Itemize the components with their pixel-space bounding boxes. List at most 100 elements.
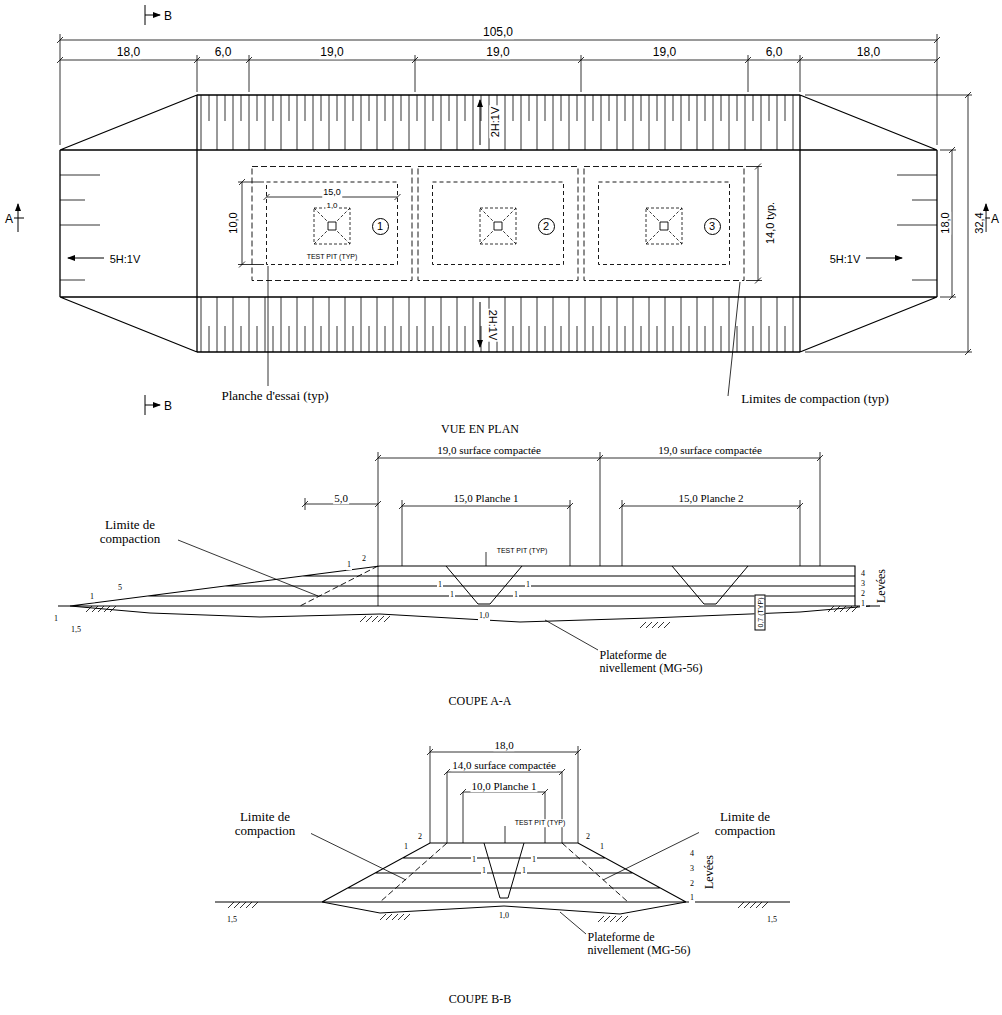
label-text: 1 <box>689 894 695 903</box>
slope-hatching <box>197 297 800 352</box>
note-label: 5,0 <box>333 488 349 506</box>
label-text: 1,0 <box>498 912 510 921</box>
dimension-label: A <box>990 209 1000 227</box>
note-label: Limite de compaction <box>84 518 176 547</box>
dimension-line <box>57 34 972 355</box>
dimension-label: 19,0 <box>652 42 677 60</box>
note-label: 15,0 Planche 2 <box>677 488 744 506</box>
note-label: Limite de compaction <box>219 810 311 839</box>
label-text: 14,0 surface compactée <box>451 759 557 771</box>
label-text: Limite de compaction <box>699 810 791 839</box>
label-text: 10,0 <box>227 211 239 234</box>
label-text: 5 <box>117 584 123 593</box>
label-text: 1 <box>471 856 477 865</box>
label-text: TEST PIT (TYP) <box>496 547 549 555</box>
label-text: Levées <box>703 854 716 890</box>
label-text: 1,5 <box>766 916 778 925</box>
dimension-line <box>302 452 823 606</box>
note-label: 3 <box>689 857 695 875</box>
label-text: 15,0 <box>322 188 342 198</box>
label-text: A <box>4 213 14 226</box>
note-label: 10,0 Planche 1 <box>470 776 537 794</box>
label-text: 1 <box>521 867 527 876</box>
label-text: 6,0 <box>214 46 233 59</box>
leader-line <box>268 266 740 396</box>
label-text: 19,0 <box>485 46 510 59</box>
label-text: 2 <box>860 590 866 599</box>
label-text: Plateforme de nivellement (MG-56) <box>587 931 714 957</box>
section-marker <box>12 5 992 415</box>
label-text: 15,0 Planche 2 <box>677 492 744 504</box>
note-label: 1 <box>689 886 695 904</box>
dimension-label: 5H:1V <box>829 249 862 267</box>
label-text: 14,0 typ. <box>764 201 776 245</box>
slope-label: TEST PIT (TYP) <box>496 539 549 557</box>
label-text: 105,0 <box>482 26 514 39</box>
dimension-label: 2H:1V <box>485 106 503 139</box>
label-text: 19,0 surface compactée <box>436 444 542 456</box>
slope-hatching <box>197 95 800 150</box>
leader-line <box>178 540 598 650</box>
node-text: 3 <box>709 221 715 232</box>
label-text: 19,0 <box>319 46 344 59</box>
dimension-label: 32,4 <box>969 211 987 234</box>
note-label: 1 <box>513 583 519 601</box>
note-label: 1 <box>531 848 537 866</box>
label-text: 1 <box>403 843 409 852</box>
dimension-label: 19,0 <box>319 42 344 60</box>
note-label: 4 <box>689 842 695 860</box>
label-text: COUPE B-B <box>448 993 512 1006</box>
note-label: 1 <box>471 848 477 866</box>
label-text: 6,0 <box>765 46 784 59</box>
label-text: 18,0 <box>856 46 881 59</box>
label-text: COUPE A-A <box>447 695 512 708</box>
label-text: 2H:1V <box>487 309 499 342</box>
slope-arrow <box>480 302 481 347</box>
dimension-label: A <box>4 209 14 227</box>
label-text: 1 <box>449 591 455 600</box>
label-text: 5,0 <box>333 492 349 504</box>
label-text: 1 <box>437 581 443 590</box>
note-label: Levées <box>871 568 889 604</box>
compaction-limit <box>380 843 628 902</box>
label-text: 2 <box>361 555 367 564</box>
label-text: 10,0 Planche 1 <box>470 780 537 792</box>
note-label: 19,0 surface compactée <box>657 440 763 458</box>
note-label: 1,5 <box>70 618 82 636</box>
note-label: 1 <box>449 583 455 601</box>
slope-arrow <box>866 258 902 259</box>
label-text: 1,5 <box>70 626 82 635</box>
note-label: Limites de compaction (typ) <box>740 389 890 407</box>
slope-arrow <box>480 100 481 145</box>
label-text: 1 <box>89 593 95 602</box>
section-arrow <box>145 405 160 406</box>
callout-circle: 3 <box>704 218 721 235</box>
label-text: 1 <box>531 856 537 865</box>
note-label: 14,0 surface compactée <box>451 755 557 773</box>
label-text: 1 <box>481 867 487 876</box>
label-text: 1,0 <box>325 202 338 211</box>
label-text: 4 <box>860 570 866 579</box>
label-text: 2 <box>417 833 423 842</box>
node-text: 1 <box>377 221 383 232</box>
dimension-label: 18,0 <box>935 211 953 234</box>
note-label: 1,0 <box>478 604 490 622</box>
leveling-platform <box>70 606 870 622</box>
slope-label: 1,0 <box>325 194 338 212</box>
label-text: TEST PIT (TYP) <box>306 253 359 261</box>
label-text: 1 <box>860 600 866 609</box>
note-label: Levées <box>699 854 717 890</box>
embankment-section <box>215 843 790 902</box>
note-label: 1 <box>437 573 443 591</box>
label-text: 1 <box>513 591 519 600</box>
label-text: 1 <box>53 615 59 624</box>
note-label: Limite de compaction <box>699 810 791 839</box>
note-label: Planche d'essai (typ) <box>220 386 329 404</box>
leader-line <box>308 826 700 934</box>
label-text: 18,0 <box>116 46 141 59</box>
note-label: VUE EN PLAN <box>440 419 520 437</box>
note-label: 1 <box>89 585 95 603</box>
dimension-label: 105,0 <box>482 22 514 40</box>
slope-arrow <box>68 258 104 259</box>
label-text: 15,0 Planche 1 <box>452 492 519 504</box>
